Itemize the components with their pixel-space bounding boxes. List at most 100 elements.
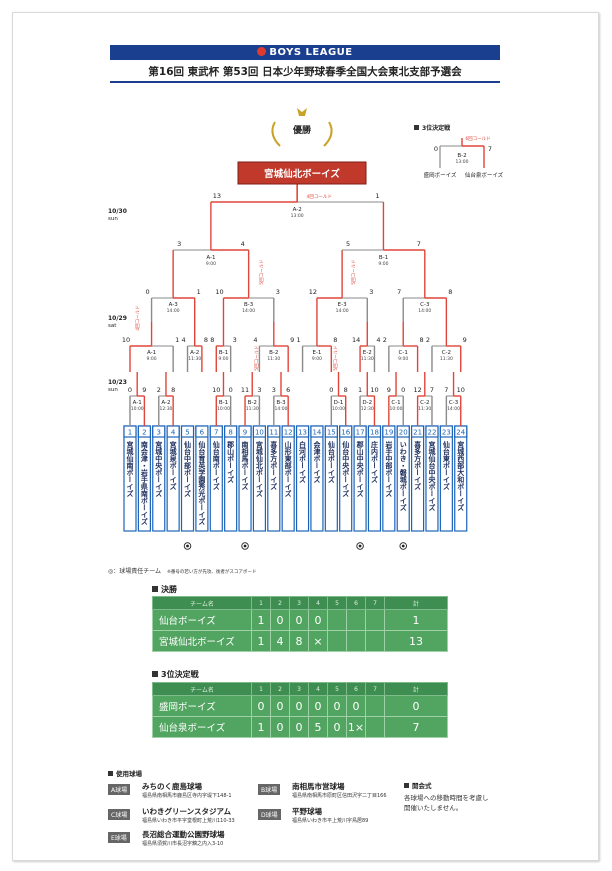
r1-score: 10 <box>212 386 220 394</box>
team-number: 19 <box>384 429 393 437</box>
table-header-cell: 7 <box>365 682 385 696</box>
r1-code: C-1 <box>391 400 400 406</box>
team-number: 22 <box>428 429 437 437</box>
r1-time: 10:00 <box>217 406 230 412</box>
table-header-cell: 計 <box>384 596 448 610</box>
host-mark-icon <box>356 542 364 550</box>
r2-code: B-2 <box>269 350 278 356</box>
venues-heading: 使用球場 <box>108 768 142 778</box>
table-header-cell: 計 <box>384 682 448 696</box>
team-number-box <box>310 425 324 438</box>
r1-score: 12 <box>413 386 421 394</box>
called-game-note: 4回コールド <box>135 305 141 330</box>
total-score-cell: 1 <box>384 609 448 631</box>
called-game-note: 5回コールド <box>259 259 265 284</box>
r1-score: 0 <box>229 386 233 394</box>
r4-time: 9:00 <box>378 261 388 267</box>
team-number-box <box>195 425 209 438</box>
r1-score: 6 <box>286 386 290 394</box>
laurel-icon <box>271 121 333 147</box>
r1-time: 10:00 <box>390 406 403 412</box>
r1-score: 7 <box>444 386 448 394</box>
team-number: 9 <box>243 429 247 437</box>
inning-score-cell <box>327 630 347 652</box>
r2-code: A-1 <box>147 350 156 356</box>
r1-score: 3 <box>272 386 276 394</box>
day-label: sun <box>108 387 118 393</box>
team-name: 郡山中央ボーイズ <box>356 440 365 497</box>
table-header-cell: 2 <box>270 682 290 696</box>
team-name: 仙台南ボーイズ <box>212 440 220 490</box>
opening-heading: 開会式 <box>404 780 432 790</box>
inning-score-cell: 8 <box>289 630 309 652</box>
r1-code: C-3 <box>449 400 459 406</box>
team-number: 11 <box>269 429 278 437</box>
r1-score: 9 <box>142 386 146 394</box>
team-number: 4 <box>171 429 176 437</box>
inning-score-cell: 5 <box>308 716 328 738</box>
team-number: 13 <box>298 429 307 437</box>
team-number: 16 <box>341 429 350 437</box>
team-name: 南会津・岩手県南ボーイズ <box>140 440 149 525</box>
r1-score: 10 <box>370 386 378 394</box>
day-label: sat <box>108 323 117 329</box>
team-number-box <box>180 425 195 438</box>
table-header-cell: チーム名 <box>152 682 252 696</box>
r1-score: 8 <box>171 386 175 394</box>
venue-tag: B球場 <box>258 784 281 795</box>
table-header-cell: 2 <box>270 596 290 610</box>
inning-score-cell: 1× <box>346 716 366 738</box>
r1-time: 12:30 <box>159 406 172 412</box>
r1-code: B-3 <box>276 400 286 406</box>
champion-label: 優勝 <box>292 124 312 136</box>
league-name: BOYS LEAGUE <box>269 47 353 58</box>
inning-score-cell: 4 <box>270 630 290 652</box>
team-name: 宮城仙南ボーイズ <box>126 440 134 497</box>
r2-code: C-1 <box>399 350 408 356</box>
team-name: 喜多方ボーイズ <box>414 440 422 490</box>
r3-score: 1 <box>197 288 201 296</box>
r2-time: 9:00 <box>398 356 408 362</box>
r1-code: A-2 <box>161 400 170 406</box>
final-score: 1 <box>375 192 379 200</box>
r3-score: 0 <box>145 288 149 296</box>
r1-score: 10 <box>457 386 465 394</box>
r2-score: 2 <box>383 336 387 344</box>
team-name: 仙台中央ボーイズ <box>341 440 350 497</box>
inning-score-cell: 0 <box>270 695 290 717</box>
team-name: 仙台東ボーイズ <box>442 440 451 490</box>
r4-score: 4 <box>241 240 245 248</box>
r3-score: 7 <box>397 288 401 296</box>
r2-score: 1 <box>296 336 300 344</box>
r2-score: 2 <box>426 336 430 344</box>
venue-address: 福島県いわき市平字堂根町上荒川110-33 <box>142 818 235 824</box>
team-number: 7 <box>214 429 218 437</box>
inning-score-cell: 0 <box>327 695 347 717</box>
r2-score: 8 <box>333 336 337 344</box>
r2-time: 11:30 <box>440 356 453 362</box>
r1-time: 10:00 <box>332 406 345 412</box>
team-name-cell: 仙台泉ボーイズ <box>152 716 252 738</box>
r3-code: B-3 <box>244 302 254 308</box>
team-number: 24 <box>456 429 465 437</box>
table-header-cell: 4 <box>308 596 328 610</box>
tournament-bracket: 1宮城仙南ボーイズ2南会津・岩手県南ボーイズ3宮城中央ボーイズ4宮城泉ボーイズ5… <box>108 108 504 550</box>
team-number-box <box>295 425 310 438</box>
inning-score-cell <box>346 609 366 631</box>
third-place-note: 6回コールド <box>465 136 490 142</box>
r2-score: 8 <box>420 336 424 344</box>
team-name: 宮城仙台中央ボーイズ <box>427 440 436 511</box>
inning-score-cell <box>365 630 385 652</box>
r2-code: E-1 <box>312 350 321 356</box>
day-label: sun <box>108 216 118 222</box>
r2-score: 4 <box>181 336 185 344</box>
r1-score: 9 <box>387 386 391 394</box>
r3-score: 10 <box>215 288 223 296</box>
table-header-cell: 1 <box>251 596 271 610</box>
table-header-cell: 6 <box>346 596 366 610</box>
venue-tag: E球場 <box>108 832 130 843</box>
